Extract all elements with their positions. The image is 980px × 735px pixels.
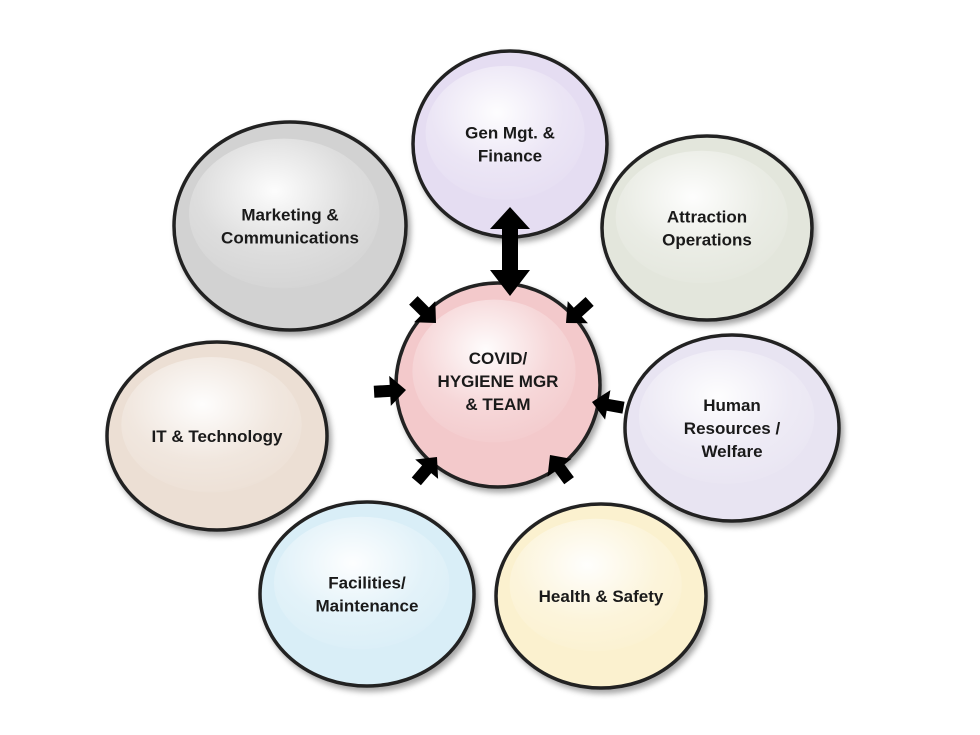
inward-arrow	[409, 296, 436, 323]
node-label: Facilities/Maintenance	[316, 574, 419, 616]
node-label-line: Attraction	[667, 208, 747, 227]
inward-arrow	[411, 457, 439, 486]
node-label: IT & Technology	[152, 427, 284, 446]
node-facilities-maintenance: Facilities/Maintenance	[258, 500, 476, 688]
node-label-line: Marketing &	[241, 206, 338, 225]
center-label-line: HYGIENE MGR	[438, 372, 559, 391]
node-gloss	[121, 357, 302, 493]
node-marketing-communications: Marketing & Communications	[172, 120, 408, 332]
inward-arrow	[547, 455, 574, 485]
center-label-line: COVID/	[469, 349, 528, 368]
node-label-line: Health & Safety	[539, 587, 664, 606]
node-gloss	[189, 138, 380, 289]
inward-arrow	[592, 390, 625, 420]
node-label-line: Human	[703, 396, 761, 415]
inward-arrow	[373, 375, 406, 406]
center-label: COVID/HYGIENE MGR & TEAM	[438, 349, 559, 414]
node-gen-mgt-finance: Gen Mgt. & Finance	[411, 49, 609, 239]
node-it-technology: IT & Technology	[105, 340, 329, 532]
node-label-line: Finance	[478, 147, 542, 166]
node-label-line: Operations	[662, 231, 752, 250]
center-hub: COVID/HYGIENE MGR & TEAM	[394, 281, 602, 489]
node-gloss	[509, 518, 682, 652]
node-label-line: Welfare	[701, 442, 762, 461]
node-gloss	[615, 150, 788, 284]
node-gloss	[638, 349, 815, 484]
center-gloss	[412, 299, 576, 443]
node-label-line: Facilities/	[328, 574, 406, 593]
node-label-line: Resources /	[684, 419, 781, 438]
double-arrow	[490, 207, 530, 296]
node-label: Marketing & Communications	[221, 206, 359, 248]
node-label-line: Maintenance	[316, 597, 419, 616]
node-gloss	[273, 516, 450, 650]
node-label-line: Gen Mgt. &	[465, 124, 555, 143]
inward-arrow	[566, 297, 594, 324]
center-label-line: & TEAM	[465, 395, 530, 414]
node-label-line: IT & Technology	[152, 427, 284, 446]
node-label-line: Communications	[221, 229, 359, 248]
node-gloss	[425, 65, 585, 200]
node-label: Health & Safety	[539, 587, 664, 606]
node-health-safety: Health & Safety	[494, 502, 708, 690]
node-label: Gen Mgt. & Finance	[465, 124, 555, 166]
